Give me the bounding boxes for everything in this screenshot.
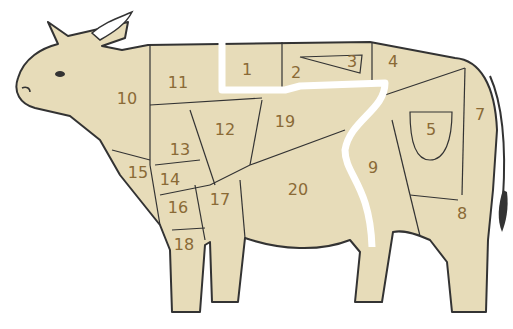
callout-number: 17 — [210, 191, 230, 209]
callout-number: 15 — [128, 164, 148, 182]
callout-number: 11 — [168, 74, 188, 92]
callout-number: 10 — [117, 90, 137, 108]
callout-number: 18 — [174, 236, 194, 254]
callout-number: 9 — [368, 159, 378, 177]
callout-number: 12 — [215, 121, 235, 139]
callout-number: 5 — [426, 121, 436, 139]
callout-number: 19 — [275, 113, 295, 131]
callout-number: 3 — [347, 53, 357, 71]
cut-lines — [112, 42, 465, 240]
callout-number: 2 — [291, 64, 301, 82]
callout-number: 20 — [288, 181, 308, 199]
cow-outline — [16, 22, 497, 312]
callout-number: 14 — [160, 171, 180, 189]
callout-number: 8 — [457, 205, 467, 223]
callout-number: 16 — [168, 199, 188, 217]
eye — [55, 71, 65, 77]
horn — [92, 12, 132, 40]
nostril — [22, 87, 30, 92]
callout-number: 13 — [170, 141, 190, 159]
tail-tuft — [499, 190, 508, 232]
callout-number: 7 — [475, 106, 485, 124]
callout-number: 1 — [242, 61, 252, 79]
white-cut-band — [222, 38, 385, 247]
callout-number: 4 — [388, 53, 398, 71]
